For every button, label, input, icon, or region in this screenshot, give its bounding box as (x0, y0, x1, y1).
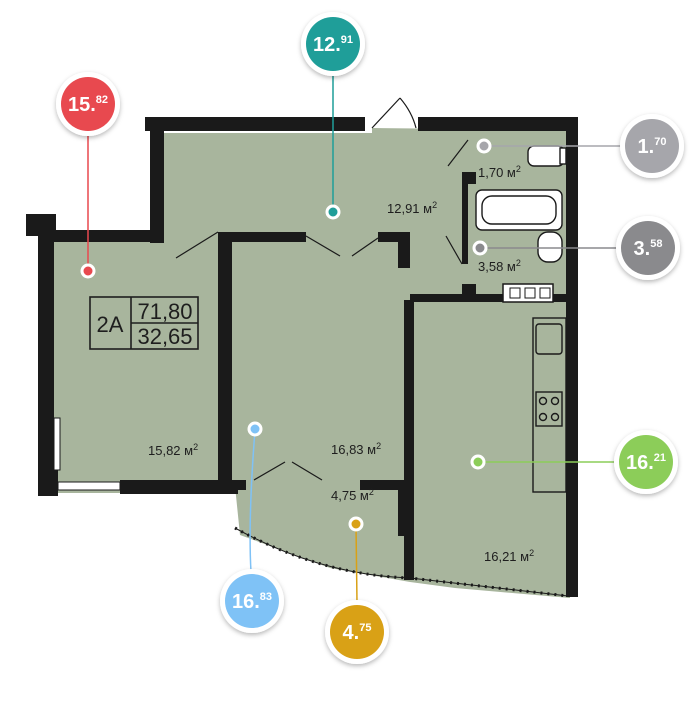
badge-room-2[interactable]: 12.91 (301, 12, 365, 220)
room-6-marker (348, 516, 364, 532)
room-area-labels: 15,82 м2 12,91 м2 1,70 м2 3,58 м2 16,83 … (148, 164, 534, 564)
kitchen-sink (535, 323, 563, 355)
room-6-area: 4,75 м2 (331, 487, 374, 503)
svg-text:16.83: 16.83 (232, 591, 272, 613)
svg-text:12.91: 12.91 (313, 34, 353, 56)
total-area: 71,80 (137, 299, 192, 324)
svg-text:3.58: 3.58 (634, 238, 663, 260)
apartment-info: 2A 71,80 32,65 (89, 296, 199, 350)
windows (53, 283, 554, 491)
walls (26, 117, 578, 597)
room-4-badge (621, 221, 675, 275)
svg-text:15.82: 15.82 (68, 94, 108, 116)
room-2-badge (306, 17, 360, 71)
room-5-badge (225, 574, 279, 628)
room-7-area: 16,21 м2 (484, 548, 534, 564)
toilet (527, 145, 565, 167)
stove (535, 391, 563, 427)
room-2-area: 12,91 м2 (387, 200, 437, 216)
room-6-badge (330, 605, 384, 659)
room-7-marker (470, 454, 486, 470)
badge-room-1[interactable]: 15.82 (56, 72, 120, 279)
sink (537, 231, 563, 263)
room-3-area: 1,70 м2 (478, 164, 521, 180)
badge-room-6[interactable]: 4.75 (325, 516, 389, 664)
living-area: 32,65 (137, 324, 192, 349)
room-1-marker (80, 263, 96, 279)
badge-room-7[interactable]: 16.21 (470, 430, 678, 494)
room-3-marker (476, 138, 492, 154)
svg-text:4.75: 4.75 (343, 622, 372, 644)
room-7-badge (619, 435, 673, 489)
badge-room-5[interactable]: 16.83 (220, 421, 284, 633)
room-4-area: 3,58 м2 (478, 258, 521, 274)
doors (175, 97, 469, 481)
room-5-area: 16,83 м2 (331, 441, 381, 457)
room-badges: 15.82 12.91 1.70 3.58 16 (56, 12, 684, 664)
svg-text:1.70: 1.70 (638, 136, 667, 158)
room-1-badge (61, 77, 115, 131)
room-3-badge (625, 119, 679, 173)
bathroom-fixtures (475, 145, 567, 263)
room-5-marker (247, 421, 263, 437)
badge-room-4[interactable]: 3.58 (472, 216, 680, 280)
apartment-code: 2A (97, 312, 124, 337)
bathtub (475, 189, 563, 231)
badge-room-3[interactable]: 1.70 (476, 114, 684, 178)
svg-text:16.21: 16.21 (626, 452, 666, 474)
room-2-marker (325, 204, 341, 220)
room-4-marker (472, 240, 488, 256)
kitchen-fixtures (532, 317, 567, 493)
room-1-area: 15,82 м2 (148, 442, 198, 458)
